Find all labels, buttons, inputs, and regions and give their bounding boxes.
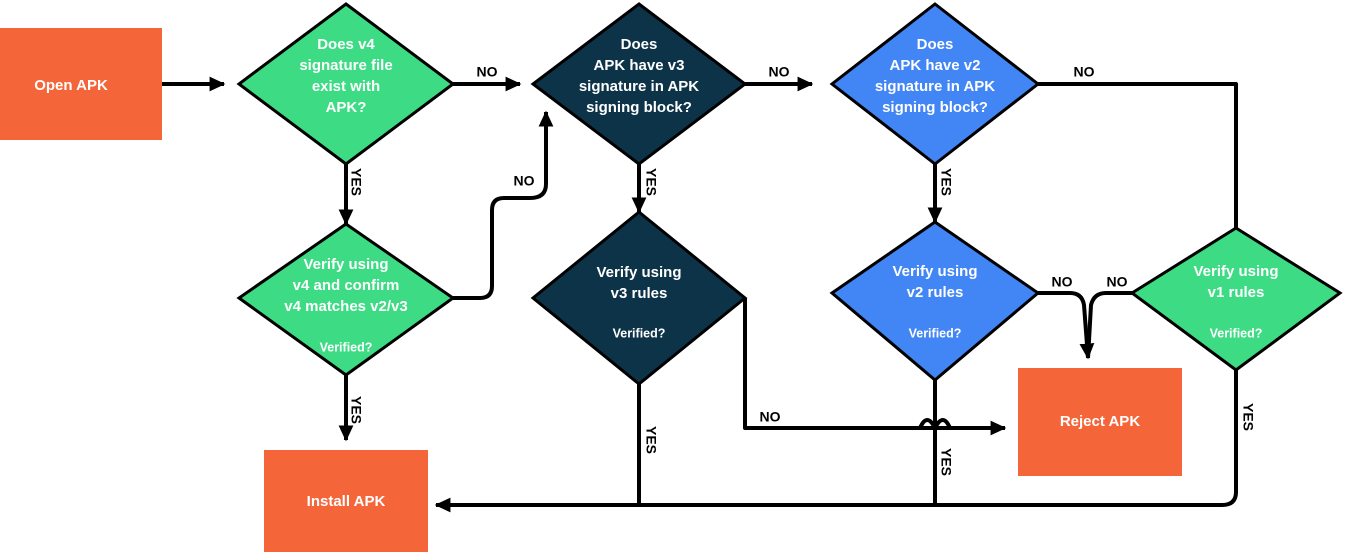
edge-label-layer: NO YES NO YES NO YES NO YES NO YES NO NO… <box>348 64 1256 476</box>
edge-label-v4exists-yes: YES <box>348 168 364 196</box>
v4-verify-line1: Verify using <box>303 256 388 273</box>
v3-exists-shape <box>530 2 748 166</box>
v4-verify-question: Verified? <box>320 340 373 354</box>
v3-verify-line1: Verify using <box>596 264 681 281</box>
v1-verify-question: Verified? <box>1210 326 1263 340</box>
v1-verify-shape <box>1129 226 1343 372</box>
edge-label-v4verify-yes: YES <box>348 396 364 424</box>
v2-verify-question: Verified? <box>909 326 962 340</box>
v4-exists-line3: exist with <box>312 78 380 95</box>
node-reject-apk[interactable]: Reject APK <box>1018 368 1182 476</box>
v1-verify-line1: Verify using <box>1193 263 1278 280</box>
node-v4-exists[interactable]: Does v4 signature file exist with APK? <box>236 2 456 166</box>
edge-v4verify-no <box>453 110 554 300</box>
node-v1-verify[interactable]: Verify using v1 rules Verified? <box>1129 226 1343 372</box>
v4-verify-shape <box>236 222 456 377</box>
node-v3-verify[interactable]: Verify using v3 rules Verified? <box>530 210 748 386</box>
open-apk-shape <box>0 28 162 140</box>
v2-verify-line1: Verify using <box>892 263 977 280</box>
node-v2-exists[interactable]: Does APK have v2 signature in APK signin… <box>829 2 1041 166</box>
edge-label-v3verify-yes: YES <box>643 426 659 454</box>
v2-exists-line2: APK have v2 <box>890 57 981 74</box>
v2-verify-shape <box>829 220 1041 382</box>
edge-label-v2exists-no: NO <box>1074 64 1095 80</box>
open-apk-label: Open APK <box>34 77 108 94</box>
edge-v2exists-no <box>1038 82 1238 228</box>
v4-exists-line1: Does v4 <box>317 36 375 53</box>
edge-label-v4exists-no: NO <box>477 64 498 80</box>
reject-apk-label: Reject APK <box>1060 413 1140 430</box>
v3-exists-line2: APK have v3 <box>594 57 685 74</box>
edge-v3verify-no <box>743 298 1007 436</box>
edge-layer <box>162 76 1238 513</box>
node-install-apk[interactable]: Install APK <box>264 450 428 552</box>
v4-verify-line3: v4 matches v2/v3 <box>284 298 407 315</box>
edge-v1verify-no <box>1086 291 1132 359</box>
edge-v2verify-no <box>1038 291 1095 360</box>
edge-label-v1verify-no: NO <box>1107 274 1128 290</box>
v1-verify-line2: v1 rules <box>1208 284 1265 301</box>
edge-label-v2verify-yes: YES <box>938 448 954 476</box>
edge-crossing-hop-icon <box>918 418 952 433</box>
v2-exists-line3: signature in APK <box>875 78 995 95</box>
v3-verify-question: Verified? <box>613 326 666 340</box>
install-apk-shape <box>264 450 428 552</box>
v3-verify-line2: v3 rules <box>611 285 668 302</box>
reject-apk-shape <box>1018 368 1182 476</box>
v3-exists-line3: signature in APK <box>579 78 699 95</box>
v2-exists-shape <box>829 2 1041 166</box>
edge-label-v3exists-yes: YES <box>643 168 659 196</box>
v3-verify-shape <box>530 210 748 386</box>
v4-exists-line2: signature file <box>299 57 392 74</box>
edge-label-v1verify-yes: YES <box>1240 403 1256 431</box>
v4-exists-line4: APK? <box>326 99 367 116</box>
edge-label-v4verify-no: NO <box>514 173 535 189</box>
v4-exists-shape <box>236 2 456 166</box>
v4-verify-line2: v4 and confirm <box>293 277 400 294</box>
edge-label-v3exists-no: NO <box>769 64 790 80</box>
v2-exists-line1: Does <box>917 36 954 53</box>
edge-label-v3verify-no: NO <box>760 409 781 425</box>
edge-label-v2exists-yes: YES <box>938 168 954 196</box>
v2-exists-line4: signing block? <box>882 99 988 116</box>
v3-exists-line1: Does <box>621 36 658 53</box>
install-apk-label: Install APK <box>307 493 386 510</box>
node-v3-exists[interactable]: Does APK have v3 signature in APK signin… <box>530 2 748 166</box>
v3-exists-line4: signing block? <box>586 99 692 116</box>
edge-v1verify-yes <box>434 370 1238 513</box>
node-open-apk[interactable]: Open APK <box>0 28 162 140</box>
node-v2-verify[interactable]: Verify using v2 rules Verified? <box>829 220 1041 382</box>
edge-label-v2verify-no: NO <box>1052 274 1073 290</box>
node-v4-verify[interactable]: Verify using v4 and confirm v4 matches v… <box>236 222 456 377</box>
v2-verify-line2: v2 rules <box>907 284 964 301</box>
